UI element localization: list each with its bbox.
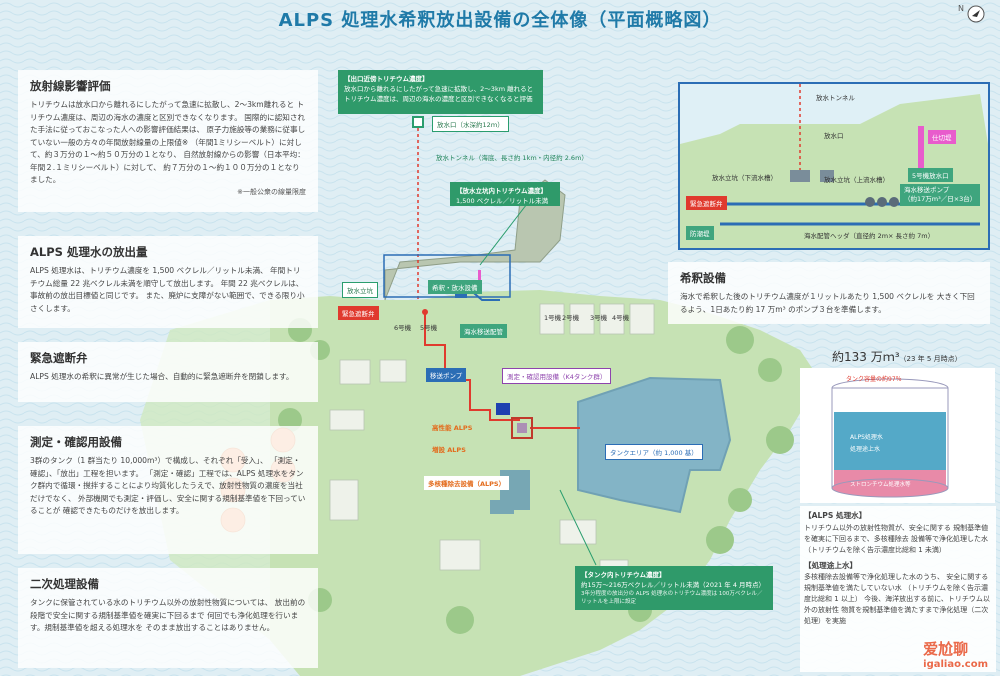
compass-label: N <box>958 4 964 13</box>
alps-explain-panel: 【ALPS 処理水】 トリチウム以外の放射性物質が、安全に関する 規制基準値を確… <box>800 506 996 672</box>
inset-pink-label: 仕切堤 <box>928 130 956 144</box>
tank-concentration-box: 【タンク内トリチウム濃度】 約15万〜216万ベクレル／リットル未満（2021 … <box>575 566 773 610</box>
high-alps-label: 高性能 ALPS <box>432 424 473 432</box>
dilution-heading: 希釈設備 <box>680 271 726 285</box>
inset-unit5-outlet-label: 5号機放水口 <box>908 168 953 182</box>
tank-volume: 約133 万ｍ³ <box>832 350 900 364</box>
secondary-heading: 二次処理設備 <box>30 577 99 591</box>
release-panel: ALPS 処理水の放出量 ALPS 処理水は、トリチウム濃度を 1,500 ベク… <box>18 236 318 328</box>
tank-inside-1: ALPS処理水 <box>850 434 883 441</box>
unit2-label: 2号機 <box>562 314 580 322</box>
unit3-label: 3号機 <box>590 314 608 322</box>
measure-heading: 測定・確認用設備 <box>30 435 122 449</box>
watermark-logo: 爱尬聊 igaliao.com <box>923 638 988 670</box>
emergency-heading: 緊急遮断弁 <box>30 351 88 365</box>
tank-conc-text: 約15万〜216万ベクレル／リットル未満（2021 年 4 月時点） <box>581 581 766 589</box>
inset-outlet-label: 放水口 <box>824 132 844 140</box>
watermark-main: 爱尬聊 <box>923 640 969 658</box>
outlet-marker <box>412 116 424 128</box>
emergency-valve-label: 緊急遮断弁 <box>338 306 379 320</box>
emergency-text: ALPS 処理水の希釈に異常が生じた場合、自動的に緊急遮断弁を閉鎖します。 <box>30 372 294 381</box>
unit1-label: 1号機 <box>544 314 562 322</box>
tunnel-label: 放水トンネル（海底、長さ約 1km・内径約 2.6m） <box>436 154 588 162</box>
harbor-conc-head: 【放水立坑内トリチウム濃度】 <box>456 187 547 195</box>
inset-pump-sub: （約17万m³／日×3台） <box>904 195 977 203</box>
measure-panel: 測定・確認用設備 3群のタンク（1 群当たり 10,000m³）で構成し、それぞ… <box>18 426 318 554</box>
inset-valve-label: 緊急遮断弁 <box>686 196 727 210</box>
transfer-pipe <box>424 312 520 421</box>
dilution-panel: 希釈設備 海水で希釈した後のトリチウム濃度が１リットルあたり 1,500 ベクレ… <box>668 262 990 324</box>
enhanced-alps-label: 増設 ALPS <box>432 446 466 454</box>
tank-conc-sub: 3年分程度の放出分の ALPS 処理水のトリチウム濃度は 100万ベクレル／リッ… <box>581 591 763 605</box>
measure-text: 3群のタンク（1 群当たり 10,000m³）で構成し、それぞれ「受入」、 「測… <box>30 456 306 515</box>
k4-tanks <box>511 417 533 439</box>
alps-explain-t2: 多核種除去設備等で浄化処理した水のうち、 安全に関する規制基準値を満たしていない… <box>804 573 990 625</box>
inset-shaft-down-label: 放水立坑（下流水槽） <box>712 174 777 182</box>
inset-tunnel-label: 放水トンネル <box>816 94 855 102</box>
inset-pump-name: 海水移送ポンプ <box>904 186 950 194</box>
page-title: ALPS 処理水希釈放出設備の全体像（平面概略図） <box>278 10 722 31</box>
tank-inside-2: 処理途上水 <box>850 446 881 453</box>
inset-shaft-up-label: 放水立坑（上流水槽） <box>824 176 889 184</box>
radiation-text: トリチウムは放水口から離れるにしたがって急速に拡散し、2〜3km離れると トリチ… <box>30 100 306 184</box>
tank-volume-heading: 約133 万ｍ³（23 年 5 月時点） <box>832 348 962 365</box>
inset-weir-label: 防潮堤 <box>686 226 714 240</box>
tank-area-label: タンクエリア（約 1,000 基） <box>605 444 703 460</box>
tank-graphic: タンク容量の約97％ ALPS処理水 処理途上水 ストロンチウム処理水等 <box>800 368 995 503</box>
dilution-text: 海水で希釈した後のトリチウム濃度が１リットルあたり 1,500 ベクレルを 大き… <box>680 292 975 314</box>
tank-bottom-label: ストロンチウム処理水等 <box>850 482 911 488</box>
alps-explain-t1: トリチウム以外の放射性物質が、安全に関する 規制基準値を確実に下回るまで、多核種… <box>804 523 989 554</box>
tank-illustration <box>831 378 949 498</box>
outlet-concentration-box: 【出口近傍トリチウム濃度】 放水口から離れるにしたがって急速に拡散し、2〜3km… <box>338 70 543 114</box>
harbor-highlight <box>383 254 511 298</box>
alps-explain-h1: 【ALPS 処理水】 <box>804 511 867 520</box>
release-heading: ALPS 処理水の放出量 <box>30 245 148 259</box>
outlet-conc-head: 【出口近傍トリチウム濃度】 <box>344 75 429 83</box>
shaft-label: 放水立坑 <box>342 282 378 298</box>
inset-drawing <box>680 84 988 248</box>
inset-detail-map: 放水トンネル 放水口 仕切堤 放水立坑（下流水槽） 放水立坑（上流水槽） 5号機… <box>678 82 990 250</box>
tank-percent-label: タンク容量の約97％ <box>846 376 902 383</box>
radiation-heading: 放射線影響評価 <box>30 79 111 93</box>
secondary-panel: 二次処理設備 タンクに保管されている水のトリチウム以外の放射性物質については、 … <box>18 568 318 668</box>
emergency-panel: 緊急遮断弁 ALPS 処理水の希釈に異常が生じた場合、自動的に緊急遮断弁を閉鎖し… <box>18 342 318 402</box>
compass-icon: N <box>958 4 986 24</box>
unit6-label: 6号機 <box>394 324 412 332</box>
secondary-text: タンクに保管されている水のトリチウム以外の放射性物質については、 放出前の段階で… <box>30 598 306 632</box>
alps-explain-h2: 【処理途上水】 <box>804 560 858 570</box>
inset-header-label: 海水配管ヘッダ（直径約 2m× 長さ約 7m） <box>804 232 935 240</box>
watermark-sub: igaliao.com <box>923 659 988 670</box>
outlet-label: 放水口（水深約12ｍ） <box>432 116 509 132</box>
measure-facility-label: 測定・確認用設備（K4タンク群） <box>502 368 612 384</box>
radiation-panel: 放射線影響評価 トリチウムは放水口から離れるにしたがって急速に拡散し、2〜3km… <box>18 70 318 212</box>
tank-conc-head: 【タンク内トリチウム濃度】 <box>581 571 666 579</box>
tank-volume-note: （23 年 5 月時点） <box>899 355 962 363</box>
radiation-note: ※一般公衆の線量限度 <box>237 187 306 196</box>
dilution-equipment-label: 希釈・放水設備 <box>428 280 482 294</box>
transfer-pump-label: 移送ポンプ <box>426 368 467 382</box>
seawater-pipe-label: 海水移送配管 <box>460 324 507 338</box>
unit4-label: 4号機 <box>612 314 630 322</box>
multi-nuclide-label: 多核種除去設備（ALPS） <box>424 476 510 490</box>
harbor-conc-text: 1,500 ベクレル／リットル未満 <box>456 197 549 205</box>
harbor-concentration-box: 【放水立坑内トリチウム濃度】 1,500 ベクレル／リットル未満 <box>450 182 560 206</box>
outlet-conc-text: 放水口から離れるにしたがって急速に拡散し、2〜3km 離れると トリチウム濃度は… <box>344 85 534 103</box>
release-text: ALPS 処理水は、トリチウム濃度を 1,500 ベクレル／リットル未満、 年間… <box>30 266 305 313</box>
inset-pump-label: 海水移送ポンプ （約17万m³／日×3台） <box>900 184 981 206</box>
unit5-label: 5号機 <box>420 324 438 332</box>
